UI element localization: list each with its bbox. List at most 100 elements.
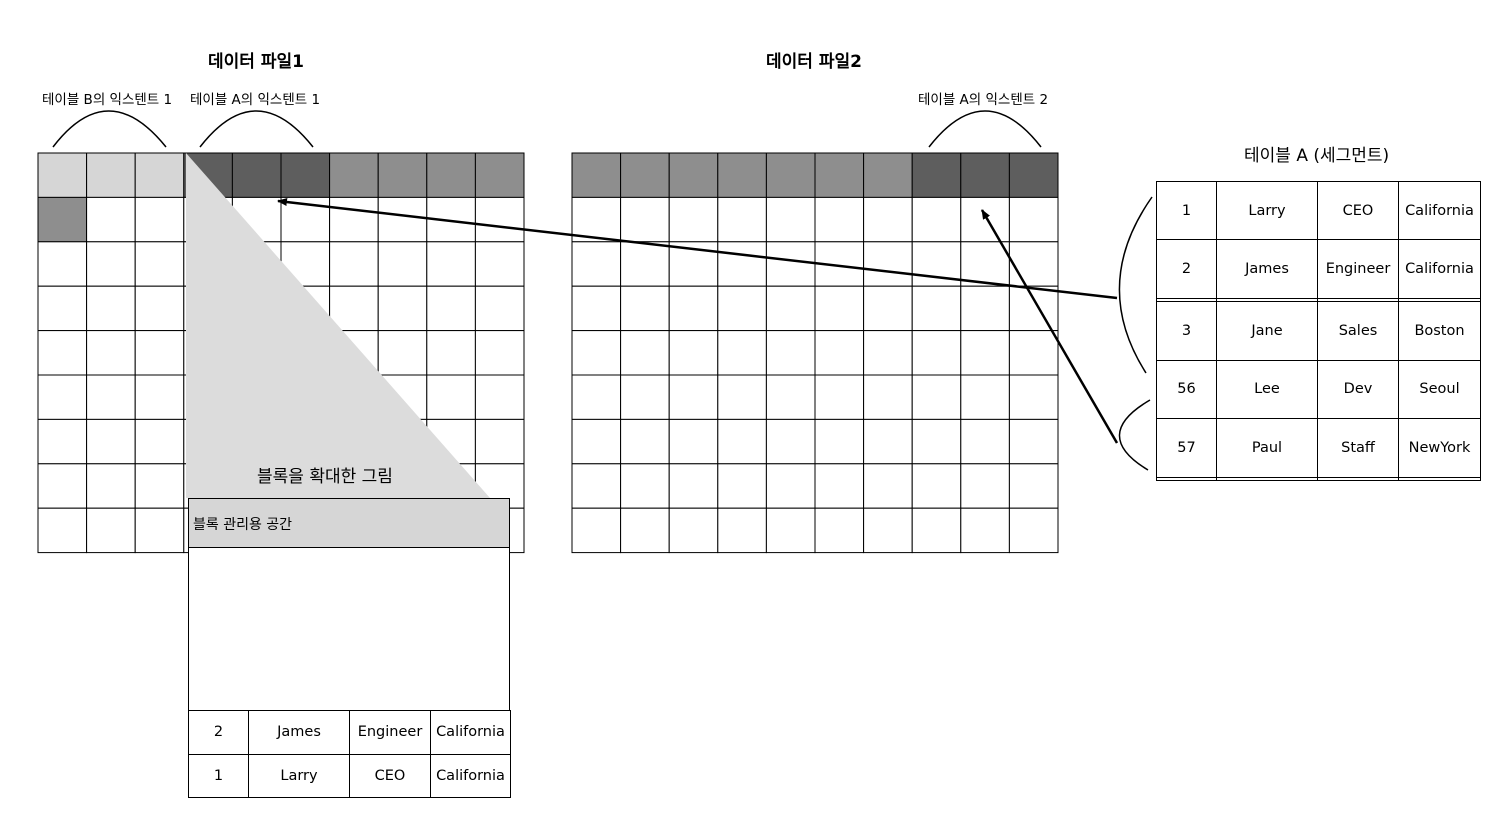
- block-cell: [814, 152, 865, 198]
- block-cell: [863, 374, 913, 420]
- block-cell: [765, 374, 816, 420]
- block-cell: [960, 418, 1010, 465]
- row-role: Engineer: [1317, 239, 1399, 299]
- data-file-1-title: 데이터 파일1: [208, 52, 304, 72]
- block-cell: [717, 152, 767, 198]
- block-cell: [668, 330, 719, 376]
- block-cell: [814, 285, 865, 332]
- block-cell: [329, 241, 379, 287]
- block-cell: [571, 507, 622, 554]
- block-cell: [863, 241, 913, 287]
- block-cell: [37, 374, 88, 420]
- block-cell: [86, 463, 136, 509]
- table-row: 57 Paul Staff NewYork: [1156, 418, 1481, 478]
- zoom-title: 블록을 확대한 그림: [257, 467, 393, 487]
- segment-bracket-lower: [1118, 399, 1151, 471]
- block-cell: [86, 418, 136, 465]
- table-row: 1 Larry CEO California: [188, 753, 511, 798]
- extent-b1-label: 테이블 B의 익스텐트 1: [42, 92, 173, 108]
- block-cell: [668, 374, 719, 420]
- block-cell: [571, 418, 622, 465]
- block-cell: [717, 330, 767, 376]
- block-cell: [377, 241, 428, 287]
- block-cell: [37, 152, 88, 198]
- block-cell: [37, 241, 88, 287]
- block-cell: [474, 152, 525, 198]
- block-cell: [620, 418, 670, 465]
- block-cell: [134, 330, 185, 376]
- block-cell: [765, 152, 816, 198]
- block-cell: [377, 285, 428, 332]
- block-cell: [474, 374, 525, 420]
- block-cell: [1008, 152, 1059, 198]
- block-cell: [134, 463, 185, 509]
- data-file-2-title: 데이터 파일2: [766, 52, 862, 72]
- block-cell: [86, 241, 136, 287]
- block-cell: [814, 330, 865, 376]
- block-cell: [620, 196, 670, 243]
- block-cell: [717, 507, 767, 554]
- block-cell: [134, 152, 185, 198]
- block-cell: [571, 152, 622, 198]
- block-cell: [86, 507, 136, 554]
- block-cell: [474, 418, 525, 465]
- row-name: Jane: [1216, 301, 1318, 361]
- block-cell: [329, 152, 379, 198]
- block-cell: [426, 285, 476, 332]
- row-location: [1398, 297, 1481, 303]
- block-cell: [814, 418, 865, 465]
- row-id: [1156, 476, 1217, 482]
- row-id: 2: [1156, 239, 1217, 299]
- row-role: Engineer: [349, 710, 431, 755]
- table-row: 56 Lee Dev Seoul: [1156, 359, 1481, 420]
- block-cell: [717, 241, 767, 287]
- block-cell: [960, 463, 1010, 509]
- block-cell: [911, 418, 962, 465]
- block-cell: [668, 463, 719, 509]
- row-role: Staff: [1317, 418, 1399, 478]
- block-cell: [571, 196, 622, 243]
- extent-a2-label: 테이블 A의 익스텐트 2: [918, 92, 1049, 108]
- row-location: California: [430, 753, 511, 798]
- block-cell: [571, 330, 622, 376]
- row-role: CEO: [349, 753, 431, 798]
- table-row: 3 Jane Sales Boston: [1156, 301, 1481, 361]
- zoom-triangle: [186, 153, 490, 498]
- block-cell: [668, 152, 719, 198]
- block-cell: [960, 196, 1010, 243]
- block-cell: [765, 241, 816, 287]
- block-cell: [86, 152, 136, 198]
- block-cell: [86, 196, 136, 243]
- block-cell: [911, 152, 962, 198]
- block-cell: [620, 374, 670, 420]
- block-cell: [814, 196, 865, 243]
- block-cell: [37, 507, 88, 554]
- block-cell: [474, 285, 525, 332]
- block-cell: [134, 418, 185, 465]
- row-location: California: [1398, 239, 1481, 299]
- block-cell: [329, 196, 379, 243]
- block-cell: [765, 507, 816, 554]
- block-cell: [1008, 418, 1059, 465]
- row-name: James: [1216, 239, 1318, 299]
- block-cell: [960, 374, 1010, 420]
- block-cell: [571, 463, 622, 509]
- block-cell: [765, 285, 816, 332]
- row-id: 2: [188, 710, 249, 755]
- block-cell: [474, 241, 525, 287]
- block-cell: [377, 330, 428, 376]
- row-location: California: [1398, 180, 1481, 241]
- block-cell: [426, 241, 476, 287]
- segment-title: 테이블 A (세그먼트): [1244, 146, 1390, 166]
- block-cell: [911, 374, 962, 420]
- block-cell: [863, 196, 913, 243]
- row-id: 1: [188, 753, 249, 798]
- row-role: Dev: [1317, 359, 1399, 420]
- block-cell: [863, 330, 913, 376]
- block-cell: [814, 463, 865, 509]
- arrow-to-extent-a2: [980, 209, 1119, 444]
- block-cell: [134, 374, 185, 420]
- row-id: 3: [1156, 301, 1217, 361]
- block-cell: [37, 330, 88, 376]
- block-cell: [280, 152, 331, 198]
